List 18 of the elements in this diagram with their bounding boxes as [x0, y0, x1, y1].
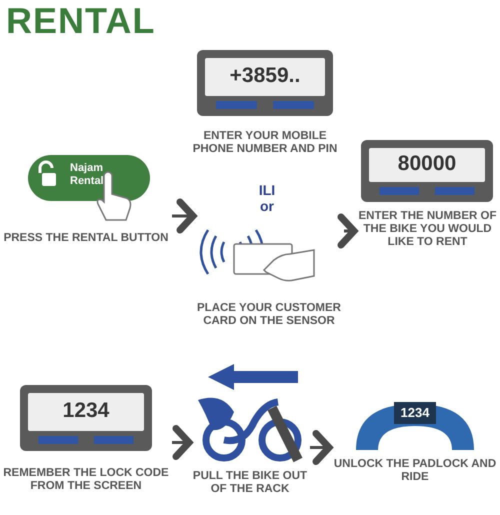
step-caption: REMEMBER THE LOCK CODE FROM THE SCREEN [2, 467, 170, 493]
title: RENTAL [6, 0, 156, 42]
chevron-arrow [338, 214, 358, 248]
chevron-arrow [172, 198, 196, 234]
step-caption: PLACE YOUR CUSTOMER CARD ON THE SENSOR [196, 302, 342, 328]
button-label: Najam Rental [70, 162, 105, 188]
chevron-arrow [172, 425, 192, 460]
screen-text: 80000 [396, 152, 458, 175]
screen-text: 1234 [62, 399, 110, 422]
step-caption: ENTER YOUR MOBILE PHONE NUMBER AND PIN [192, 130, 338, 156]
chevron-arrow [310, 430, 332, 465]
screen-text: +3859.. [228, 64, 302, 87]
or-text: ILI or [258, 182, 276, 214]
step-caption: PULL THE BIKE OUT OF THE RACK [192, 470, 308, 496]
step-caption: UNLOCK THE PADLOCK AND RIDE [332, 458, 498, 484]
lock-code: 1234 [400, 405, 430, 420]
step-caption: PRESS THE RENTAL BUTTON [2, 232, 170, 245]
step-caption: ENTER THE NUMBER OF THE BIKE YOU WOULD LIKE TO RENT [358, 210, 498, 249]
